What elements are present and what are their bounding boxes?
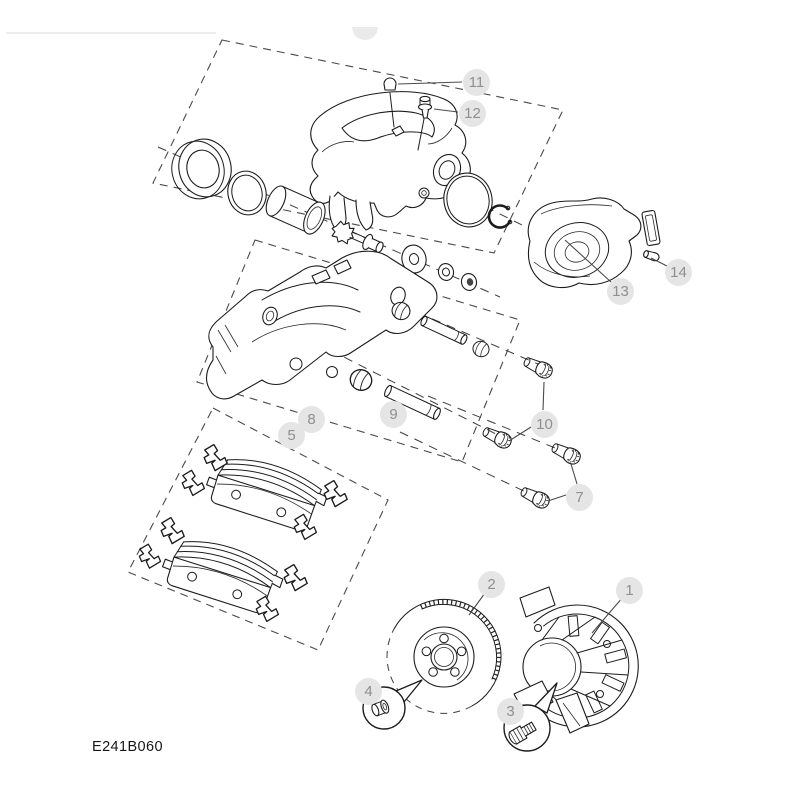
o-ring-illustration bbox=[443, 172, 493, 228]
callout-9-badge: 9 bbox=[380, 401, 407, 428]
guide-pin-lower-illustration bbox=[384, 384, 441, 420]
carrier-bolt-10a-icon bbox=[520, 353, 556, 382]
caliper-bolt-7b-icon bbox=[517, 483, 553, 512]
callout-10-badge: 10 bbox=[531, 411, 558, 438]
callout-14-badge: 14 bbox=[665, 259, 692, 286]
piston-square-seal-illustration bbox=[227, 170, 267, 216]
bleed-screw-illustration bbox=[417, 95, 433, 151]
kit-box-caliper-seal-group bbox=[152, 39, 564, 254]
washer-set-illustration bbox=[401, 244, 478, 292]
piston-dust-seal-illustration bbox=[171, 138, 232, 200]
caliper-piston-illustration bbox=[265, 185, 326, 235]
caliper-carrier-bracket-illustration bbox=[205, 250, 438, 400]
callout-4-badge: 4 bbox=[355, 678, 382, 705]
motor-connector-cover-illustration bbox=[641, 209, 661, 247]
brake-caliper-illustration bbox=[309, 91, 471, 231]
callout-leader-lines bbox=[397, 81, 668, 634]
bleed-screw-cap-illustration bbox=[383, 77, 397, 128]
callout-6-partial-badge bbox=[352, 27, 378, 40]
circlip-illustration bbox=[487, 204, 513, 229]
carrier-bolt-10b-icon bbox=[479, 423, 515, 452]
adjuster-spindle-illustration bbox=[331, 220, 384, 253]
callout-11-badge: 11 bbox=[463, 69, 490, 96]
kit-box-brake-pads-group bbox=[127, 407, 389, 651]
callout-3-badge: 3 bbox=[497, 698, 524, 725]
callout-12-badge: 12 bbox=[459, 100, 486, 127]
callout-8-badge: 8 bbox=[298, 406, 325, 433]
callout-5-badge: 5 bbox=[278, 422, 305, 449]
callout-13-badge: 13 bbox=[607, 278, 634, 305]
brake-disc-illustration bbox=[386, 598, 502, 714]
callout-1-badge: 1 bbox=[616, 577, 643, 604]
guide-pin-boot-lower-icon bbox=[346, 365, 376, 395]
callout-7-badge: 7 bbox=[566, 484, 593, 511]
motor-screw-illustration bbox=[643, 250, 660, 262]
guide-pin-upper-illustration bbox=[420, 315, 468, 345]
callout-2-badge: 2 bbox=[478, 571, 505, 598]
caliper-bolt-7a-icon bbox=[548, 439, 584, 468]
guide-pin-boot-end-icon bbox=[469, 338, 493, 360]
figure-code: E241B060 bbox=[92, 739, 163, 755]
parking-brake-motor-illustration bbox=[527, 197, 642, 289]
